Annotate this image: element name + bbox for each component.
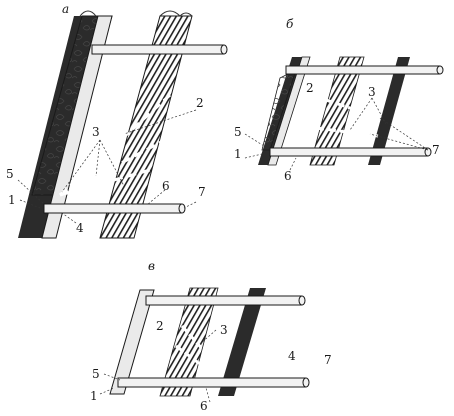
panel-a-label-4: 4 bbox=[76, 221, 84, 235]
panel-v-lower-drift bbox=[117, 377, 307, 388]
panel-a-label-6: 6 bbox=[162, 179, 170, 193]
panel-a-label-1: 1 bbox=[8, 193, 16, 207]
panel-v-label-1: 1 bbox=[90, 389, 98, 403]
panel-a-lower-drift-end bbox=[178, 203, 186, 214]
panel-b-boreholes bbox=[313, 94, 381, 138]
panel-b: б 2 3 5 1 6 7 bbox=[234, 17, 444, 183]
panel-a-label-3: 3 bbox=[92, 125, 100, 139]
panel-b-leaders bbox=[244, 97, 429, 171]
panel-v-upper-drift-end bbox=[298, 295, 306, 306]
panel-a-upper-drift-end bbox=[220, 44, 228, 55]
panel-b-label-1: 1 bbox=[234, 147, 242, 161]
panel-v-light-seam bbox=[109, 289, 155, 395]
panel-b-upper-drift-end bbox=[436, 65, 444, 75]
panel-v-letter: в bbox=[148, 259, 155, 273]
panel-v: в 2 3 4 7 5 1 6 bbox=[90, 259, 332, 413]
panel-a-leaders bbox=[17, 109, 197, 224]
panel-v-label-5: 5 bbox=[92, 367, 100, 381]
panel-b-lower-drift-end bbox=[424, 147, 432, 157]
panel-a-label-5: 5 bbox=[6, 167, 14, 181]
panel-b-label-3: 3 bbox=[368, 85, 376, 99]
panel-v-lower-drift-end bbox=[302, 377, 310, 388]
panel-v-upper-drift bbox=[145, 295, 303, 306]
panel-b-label-7: 7 bbox=[432, 143, 440, 157]
panel-b-light-seam bbox=[267, 56, 311, 166]
panel-a-lower-drift bbox=[43, 203, 183, 214]
panel-a-light-seam bbox=[41, 15, 113, 239]
panel-v-label-2: 2 bbox=[156, 319, 164, 333]
panel-v-label-3: 3 bbox=[220, 323, 228, 337]
panel-b-upper-drift bbox=[285, 65, 441, 75]
panel-b-label-5: 5 bbox=[234, 125, 242, 139]
panel-a-boreholes bbox=[58, 93, 172, 197]
panel-a-top-rubble bbox=[79, 10, 193, 17]
panel-a-label-7: 7 bbox=[198, 185, 206, 199]
panel-v-right-seam bbox=[218, 288, 266, 396]
panel-a: а 2 3 5 1 6 7 4 bbox=[6, 2, 228, 239]
panel-v-label-7: 7 bbox=[324, 353, 332, 367]
panel-a-upper-drift bbox=[91, 44, 225, 55]
panel-v-label-6: 6 bbox=[200, 399, 208, 413]
panel-v-boreholes bbox=[175, 325, 214, 366]
panel-v-leaders bbox=[99, 329, 217, 403]
panel-b-lower-drift bbox=[269, 147, 429, 157]
panel-a-label-2: 2 bbox=[196, 96, 204, 110]
panel-b-letter: б bbox=[286, 17, 294, 31]
panel-v-main-seam bbox=[159, 287, 219, 397]
panel-v-label-4: 4 bbox=[288, 349, 296, 363]
panel-b-label-2: 2 bbox=[306, 81, 314, 95]
panel-b-right-seam bbox=[368, 57, 410, 165]
panel-b-label-6: 6 bbox=[284, 169, 292, 183]
panel-a-letter: а bbox=[62, 2, 69, 16]
